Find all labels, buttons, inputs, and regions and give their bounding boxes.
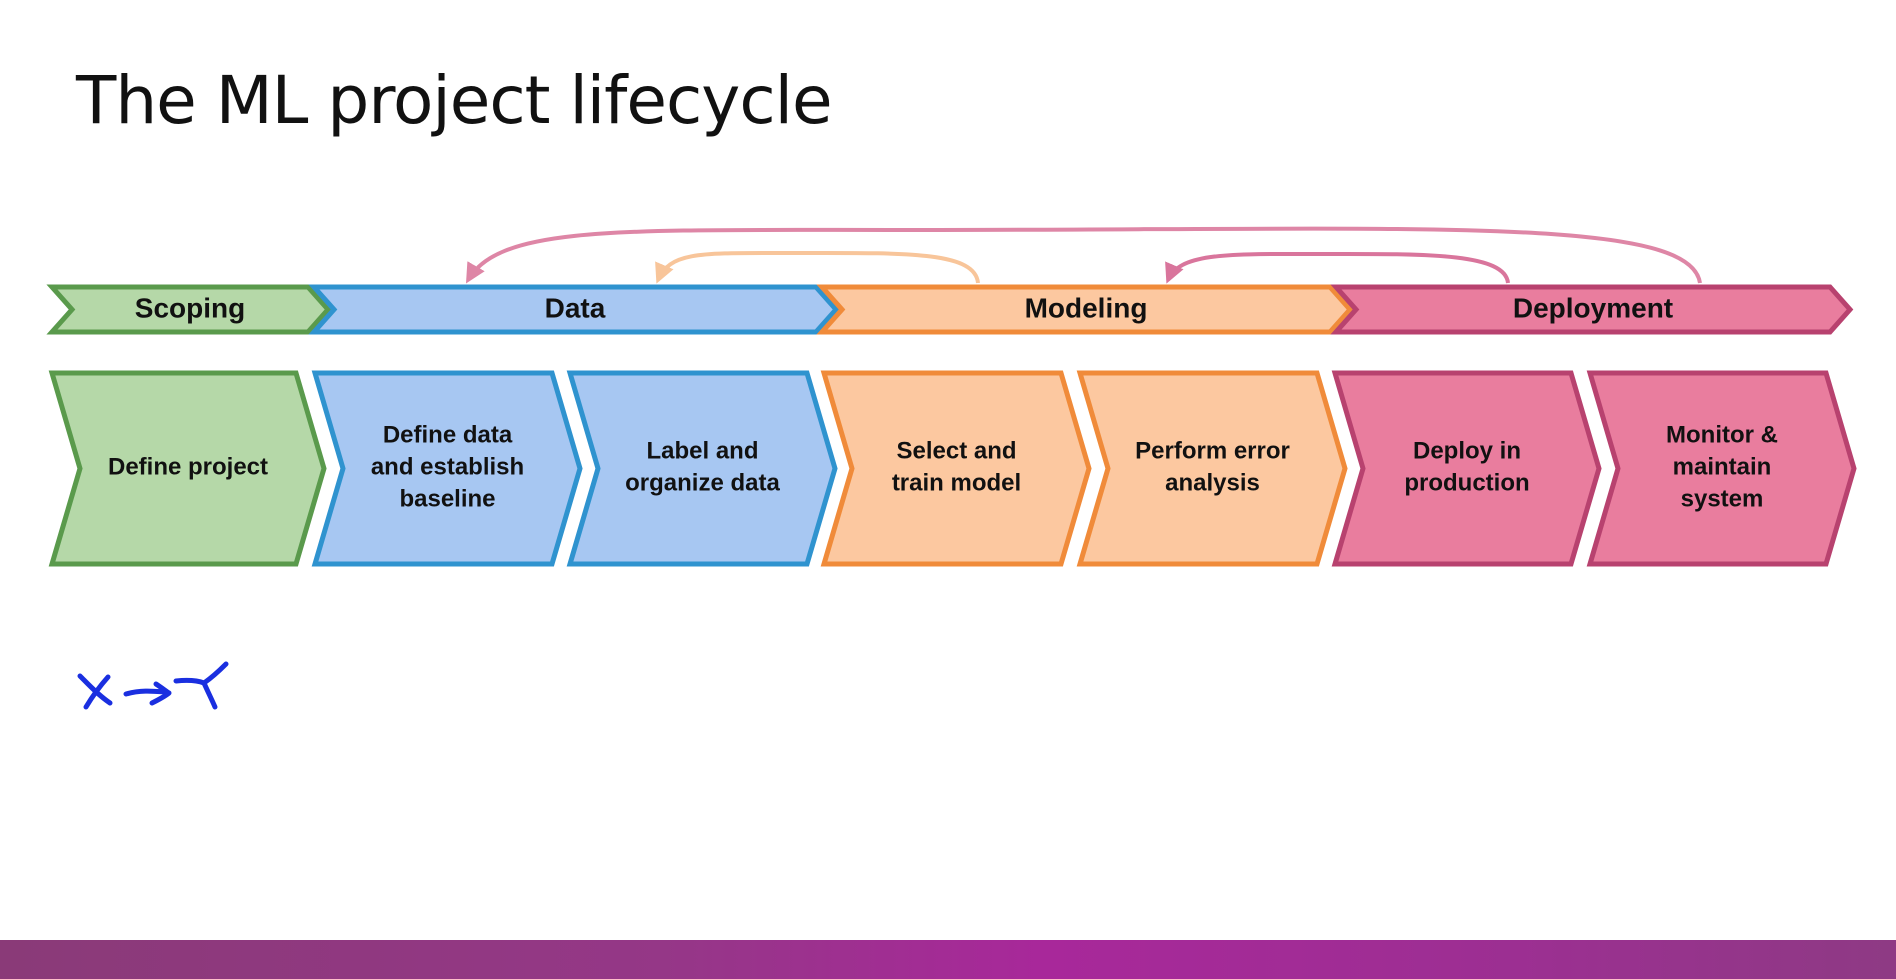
phase-scoping: Scoping (46, 284, 332, 335)
phase-modeling: Modeling (816, 284, 1354, 335)
step-chevron (48, 370, 327, 567)
step-6: Deploy in production (1331, 370, 1602, 567)
step-label: Deploy in (1413, 437, 1521, 464)
step-2: Define data and establish baseline (311, 370, 583, 567)
step-label: maintain (1673, 453, 1772, 480)
phase-chevron (46, 284, 332, 335)
phase-data: Data (308, 284, 840, 335)
phase-row: Scoping Data Modeling Deployment (46, 284, 1854, 335)
step-label: Select and (896, 437, 1016, 464)
step-chevron (1331, 370, 1602, 567)
bottom-bar (0, 940, 1896, 979)
step-label: Define project (108, 453, 268, 480)
step-label: and establish (371, 453, 524, 480)
step-chevron (311, 370, 583, 567)
step-7: Monitor & maintain system (1586, 370, 1857, 567)
feedback-arrows (465, 226, 1702, 284)
step-chevron (820, 370, 1092, 567)
phase-label: Modeling (1025, 292, 1148, 323)
phase-label: Deployment (1513, 292, 1673, 323)
step-1: Define project (48, 370, 327, 567)
handwritten-x-to-y (77, 661, 229, 710)
slide-title: The ML project lifecycle (76, 62, 833, 139)
step-label: system (1681, 485, 1764, 512)
phase-label: Scoping (135, 292, 245, 323)
step-3: Label and organize data (566, 370, 838, 567)
step-label: Perform error (1135, 437, 1290, 464)
step-label: Label and (646, 437, 758, 464)
step-label: production (1404, 469, 1529, 496)
phase-label: Data (545, 292, 606, 323)
arrow-modeling-to-data (655, 250, 980, 284)
step-label: Define data (383, 421, 513, 448)
arrow-deployment-to-data (465, 226, 1702, 284)
step-label: baseline (399, 485, 495, 512)
step-row: Define project Define data and establish ba… (48, 370, 1857, 567)
step-label: analysis (1165, 469, 1260, 496)
step-5: Perform error analysis (1076, 370, 1348, 567)
phase-deployment: Deployment (1330, 284, 1854, 335)
step-chevron (566, 370, 838, 567)
step-label: train model (892, 469, 1021, 496)
step-chevron (1076, 370, 1348, 567)
step-chevron (1586, 370, 1857, 567)
arrow-deployment-to-modeling (1165, 251, 1510, 284)
step-label: Monitor & (1666, 421, 1778, 448)
phase-chevron (308, 284, 840, 335)
phase-chevron (1330, 284, 1854, 335)
step-label: organize data (625, 469, 780, 496)
step-4: Select and train model (820, 370, 1092, 567)
phase-chevron (816, 284, 1354, 335)
